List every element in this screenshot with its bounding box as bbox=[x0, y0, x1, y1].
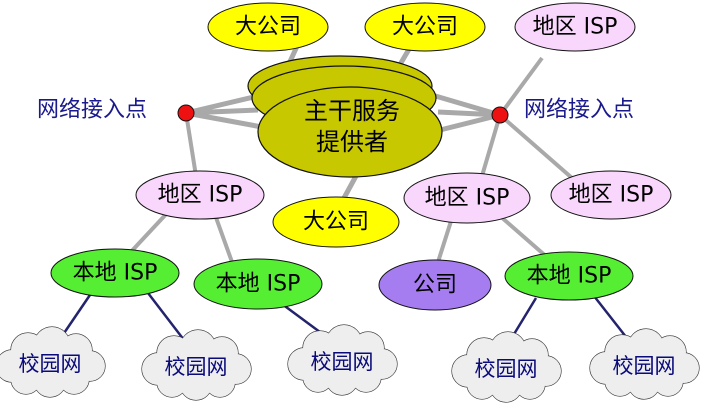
link-local-3-to-campus-5 bbox=[593, 295, 631, 343]
local-isp-label: 本地 ISP bbox=[73, 261, 158, 286]
regional-isp-middle: 地区 ISP bbox=[403, 172, 531, 224]
link-regional-left-to-local-2 bbox=[212, 211, 234, 263]
company-label: 大公司 bbox=[392, 15, 458, 40]
link-local-1-to-campus-2 bbox=[147, 292, 185, 341]
link-ap-right-to-regional-right bbox=[498, 113, 574, 180]
backbone-links bbox=[185, 42, 501, 200]
company-node-purple: 公司 bbox=[378, 259, 492, 311]
link-ap-right-to-regional-top bbox=[498, 56, 544, 117]
company-node-top-right: 大公司 bbox=[364, 2, 486, 52]
regional-isp-top-right: 地区 ISP bbox=[514, 2, 636, 52]
local-isp-label: 本地 ISP bbox=[216, 272, 301, 297]
campus-network-label: 校园网 bbox=[475, 357, 538, 381]
link-ap-left-to-backbone-3 bbox=[185, 110, 263, 130]
access-point-left: 网络接入点 bbox=[37, 98, 195, 123]
link-ap-left-to-regional bbox=[184, 112, 198, 177]
access-point-right: 网络接入点 bbox=[491, 98, 634, 124]
regional-isp-left: 地区 ISP bbox=[135, 170, 265, 220]
link-ap-right-to-backbone-1 bbox=[431, 92, 501, 118]
company-label: 大公司 bbox=[303, 210, 369, 235]
campus-cloud-4: 校园网 bbox=[451, 331, 562, 403]
link-ap-right-to-regional-mid bbox=[480, 114, 502, 177]
access-links bbox=[126, 56, 574, 263]
campus-cloud-5: 校园网 bbox=[589, 328, 700, 400]
regional-isp-right: 地区 ISP bbox=[550, 170, 672, 220]
link-ap-right-to-backbone-2 bbox=[437, 109, 501, 118]
regional-isp-label: 地区 ISP bbox=[425, 186, 510, 211]
campus-network-label: 校园网 bbox=[311, 350, 374, 374]
link-regional-mid-to-local bbox=[498, 214, 550, 260]
link-ap-right-to-backbone-3 bbox=[439, 112, 501, 133]
regional-isp-label: 地区 ISP bbox=[569, 183, 654, 208]
company-label: 大公司 bbox=[235, 15, 301, 40]
regional-isp-label: 地区 ISP bbox=[158, 183, 243, 208]
regional-isp-label: 地区 ISP bbox=[533, 15, 618, 40]
company-node-bottom: 大公司 bbox=[272, 196, 400, 248]
campus-network-label: 校园网 bbox=[165, 355, 228, 379]
link-regional-left-to-local-1 bbox=[126, 208, 172, 257]
local-isp-middle: 本地 ISP bbox=[193, 258, 323, 310]
company-label: 公司 bbox=[413, 273, 457, 298]
local-isp-left: 本地 ISP bbox=[50, 248, 180, 298]
campus-cloud-3: 校园网 bbox=[287, 324, 398, 396]
campus-cloud-2: 校园网 bbox=[141, 329, 252, 401]
campus-network-label: 校园网 bbox=[613, 354, 676, 378]
local-isp-label: 本地 ISP bbox=[527, 264, 612, 289]
access-point-label: 网络接入点 bbox=[37, 98, 147, 123]
backbone-label-line2: 提供者 bbox=[316, 128, 388, 156]
backbone-provider: 主干服务 提供者 bbox=[247, 55, 443, 178]
access-point-label: 网络接入点 bbox=[524, 98, 634, 123]
campus-cloud-1: 校园网 bbox=[0, 326, 106, 398]
company-node-top-left: 大公司 bbox=[207, 2, 329, 52]
campus-links bbox=[56, 291, 631, 345]
backbone-label-line1: 主干服务 bbox=[304, 97, 400, 125]
local-isp-right: 本地 ISP bbox=[504, 251, 634, 301]
campus-network-label: 校园网 bbox=[19, 352, 82, 376]
link-bigcorp-bottom bbox=[341, 174, 359, 200]
link-regional-mid-to-company bbox=[436, 217, 454, 263]
link-ap-left-to-backbone-2 bbox=[185, 107, 259, 116]
